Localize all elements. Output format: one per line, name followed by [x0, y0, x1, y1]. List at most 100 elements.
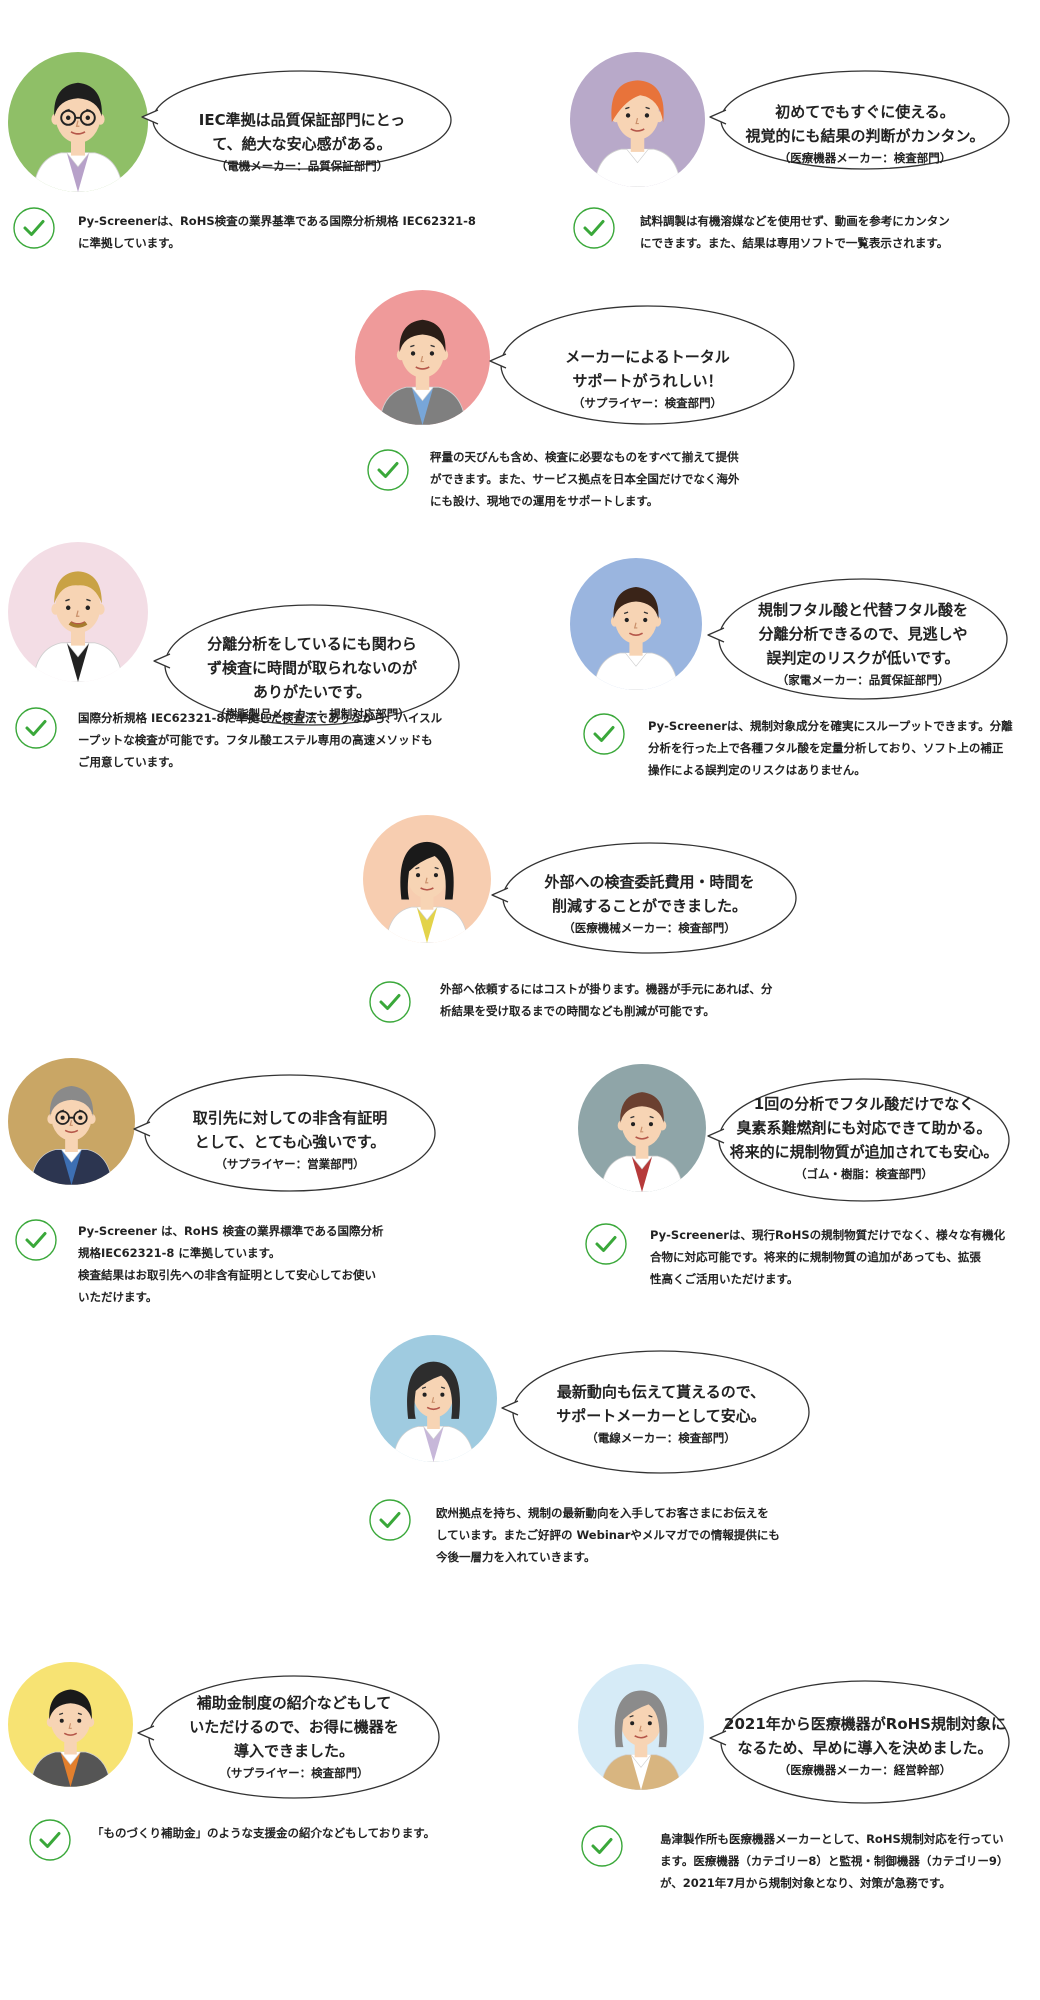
person-avatar: [8, 1662, 133, 1787]
description-line: 秤量の天びんも含め、検査に必要なものをすべて揃えて提供: [430, 450, 739, 464]
quote-source: （電機メーカー：品質保証部門）: [215, 159, 389, 173]
description-line: 試料調製は有機溶媒などを使用せず、動画を参考にカンタン: [640, 214, 950, 228]
description-line: 合物に対応可能です。将来的に規制物質の追加があっても、拡張: [650, 1250, 981, 1264]
description-line: Py-Screenerは、規制対象成分を確実にスループットできます。分離: [648, 719, 1013, 733]
quote-line: 初めてでもすぐに使える。: [775, 103, 955, 121]
person-avatar: [8, 542, 148, 682]
quote-source: （電線メーカー：検査部門）: [586, 1431, 736, 1445]
description-line: 分析を行った上で各種フタル酸を定量分析しており、ソフト上の補正: [648, 741, 1004, 755]
quote-line: 削減することができました。: [551, 897, 747, 915]
description-line: にも設け、現地での運用をサポートします。: [430, 494, 659, 508]
description-line: 性高くご活用いただけます。: [650, 1272, 799, 1286]
quote-line: ありがたいです。: [252, 683, 372, 701]
quote-line: 1回の分析でフタル酸だけでなく: [753, 1095, 975, 1113]
description-line: にできます。また、結果は専用ソフトで一覧表示されます。: [640, 236, 949, 250]
quote-line: メーカーによるトータル: [565, 348, 730, 366]
description-line: しています。またご好評の Webinarやメルマガでの情報提供にも: [436, 1528, 780, 1542]
person-avatar: [8, 1058, 135, 1185]
description-line: が、2021年7月から規制対象となり、対策が急務です。: [660, 1876, 951, 1890]
description-line: いただけます。: [78, 1290, 158, 1304]
feature-description: Py-Screenerは、現行RoHSの規制物質だけでなく、様々な有機化合物に対…: [650, 1224, 1005, 1290]
quote-line: サポートがうれしい！: [572, 372, 723, 390]
quote-line: 臭素系難燃剤にも対応できて助かる。: [736, 1119, 992, 1137]
quote-line: 視覚的にも結果の判断がカンタン。: [745, 127, 985, 145]
feature-description: 外部へ依頼するにはコストが掛ります。機器が手元にあれば、分析結果を受け取るまでの…: [440, 978, 772, 1022]
description-line: 検査結果はお取引先への非含有証明として安心してお使い: [78, 1268, 376, 1282]
description-line: Py-Screenerは、現行RoHSの規制物質だけでなく、様々な有機化: [650, 1228, 1006, 1242]
speech-bubble: 規制フタル酸と代替フタル酸を分離分析できるので、見逃しや誤判定のリスクが低いです…: [707, 578, 1008, 700]
description-line: Py-Screener は、RoHS 検査の業界標準である国際分析: [78, 1224, 384, 1238]
speech-bubble: 1回の分析でフタル酸だけでなく臭素系難燃剤にも対応できて助かる。将来的に規制物質…: [707, 1078, 1010, 1202]
check-circle-icon: [366, 448, 410, 492]
quote-line: サポートメーカーとして安心。: [556, 1407, 766, 1425]
check-circle-icon: [368, 980, 412, 1024]
description-line: ープットな検査が可能です。フタル酸エステル専用の高速メソッドも: [78, 733, 433, 747]
description-line: に準拠しています。: [78, 236, 181, 250]
quote-line: 取引先に対しての非含有証明: [192, 1109, 388, 1127]
speech-bubble: 取引先に対しての非含有証明として、とても心強いです。 （サプライヤー：営業部門）: [133, 1074, 436, 1192]
person-avatar: [363, 815, 491, 943]
description-line: Py-Screenerは、RoHS検査の業界基準である国際分析規格 IEC623…: [78, 214, 476, 228]
quote-source: （医療機器メーカー：経営幹部）: [778, 1763, 952, 1777]
quote-line: 最新動向も伝えて貰えるので、: [556, 1383, 766, 1401]
feature-description: 「ものづくり補助金」のような支援金の紹介などもしております。: [92, 1822, 435, 1844]
quote-line: 誤判定のリスクが低いです。: [766, 649, 960, 667]
person-avatar: [578, 1664, 704, 1790]
description-line: ます。医療機器（カテゴリー8）と監視・制御機器（カテゴリー9）: [660, 1854, 1009, 1868]
description-line: 島津製作所も医療機器メーカーとして、RoHS規制対応を行ってい: [660, 1832, 1004, 1846]
quote-line: 規制フタル酸と代替フタル酸を: [757, 601, 968, 619]
quote-line: 補助金制度の紹介などもして: [196, 1694, 392, 1712]
speech-bubble: 2021年から医療機器がRoHS規制対象になるため、早めに導入を決めました。 （医…: [709, 1680, 1010, 1804]
check-circle-icon: [572, 206, 616, 250]
quote-line: いただけるので、お得に機器を: [189, 1718, 399, 1736]
quote-source: （サプライヤー：営業部門）: [215, 1157, 365, 1171]
feature-description: 秤量の天びんも含め、検査に必要なものをすべて揃えて提供ができます。また、サービス…: [430, 446, 739, 512]
quote-line: ず検査に時間が取られないのが: [206, 659, 417, 677]
speech-bubble: IEC準拠は品質保証部門にとって、絶大な安心感がある。 （電機メーカー：品質保証部…: [141, 70, 452, 173]
person-avatar: [355, 290, 490, 425]
quote-source: （ゴム・樹脂：検査部門）: [795, 1167, 933, 1181]
description-line: 今後一層力を入れていきます。: [436, 1550, 596, 1564]
speech-bubble: 初めてでもすぐに使える。視覚的にも結果の判断がカンタン。（医療機器メーカー：検査…: [709, 70, 1010, 170]
person-avatar: [570, 52, 705, 187]
check-circle-icon: [14, 706, 58, 750]
check-circle-icon: [14, 1218, 58, 1262]
check-circle-icon: [584, 1222, 628, 1266]
person-avatar: [570, 558, 702, 690]
quote-line: として、とても心強いです。: [194, 1133, 386, 1151]
quote-source: （医療機械メーカー：検査部門）: [563, 921, 736, 935]
quote-source: （樹脂製品メーカー：規制対応部門）: [214, 707, 410, 721]
quote-line: 分離分析をしているにも関わら: [207, 635, 417, 653]
description-line: 操作による誤判定のリスクはありません。: [648, 763, 866, 777]
check-circle-icon: [28, 1818, 72, 1862]
quote-line: 将来的に規制物質が追加されても安心。: [729, 1143, 999, 1161]
feature-description: 欧州拠点を持ち、規制の最新動向を入手してお客さまにお伝えをしています。またご好評…: [436, 1502, 780, 1568]
check-circle-icon: [368, 1498, 412, 1542]
description-line: ができます。また、サービス拠点を日本全国だけでなく海外: [430, 472, 740, 486]
description-line: 欧州拠点を持ち、規制の最新動向を入手してお客さまにお伝えを: [436, 1506, 769, 1520]
description-line: 規格IEC62321-8 に準拠しています。: [78, 1246, 281, 1260]
quote-source: （サプライヤー：検査部門）: [572, 396, 723, 410]
description-line: ご用意しています。: [78, 755, 181, 769]
quote-line: 2021年から医療機器がRoHS規制対象に: [724, 1715, 1006, 1733]
speech-bubble: 分離分析をしているにも関わらず検査に時間が取られないのがありがたいです。 （樹脂製…: [153, 604, 460, 726]
description-line: 析結果を受け取るまでの時間なども削減が可能です。: [440, 1004, 715, 1018]
person-avatar: [578, 1064, 706, 1192]
quote-line: 分離分析できるので、見逃しや: [758, 625, 968, 643]
quote-source: （サプライヤー：検査部門）: [219, 1766, 369, 1780]
description-line: 外部へ依頼するにはコストが掛ります。機器が手元にあれば、分: [440, 982, 773, 996]
person-avatar: [370, 1335, 497, 1462]
quote-line: IEC準拠は品質保証部門にとっ: [198, 111, 406, 129]
description-line: 国際分析規格 IEC62321-8に準拠した検査法でありながら、ハイスル: [78, 711, 443, 725]
speech-bubble: 外部への検査委託費用・時間を削減することができました。 （医療機械メーカー：検査部…: [491, 842, 797, 954]
speech-bubble: メーカーによるトータルサポートがうれしい！ （サプライヤー：検査部門）: [489, 305, 795, 425]
feature-description: Py-Screenerは、RoHS検査の業界基準である国際分析規格 IEC623…: [78, 210, 476, 254]
quote-source: （家電メーカー：品質保証部門）: [776, 673, 950, 687]
feature-description: Py-Screener は、RoHS 検査の業界標準である国際分析規格IEC62…: [78, 1220, 384, 1308]
speech-bubble: 補助金制度の紹介などもしていただけるので、お得に機器を導入できました。（サプライ…: [137, 1675, 440, 1799]
feature-description: 試料調製は有機溶媒などを使用せず、動画を参考にカンタンにできます。また、結果は専…: [640, 210, 950, 254]
quote-line: なるため、早めに導入を決めました。: [737, 1739, 993, 1757]
quote-line: て、絶大な安心感がある。: [212, 135, 392, 153]
speech-bubble: 最新動向も伝えて貰えるので、サポートメーカーとして安心。 （電線メーカー：検査部門…: [501, 1350, 810, 1474]
quote-line: 外部への検査委託費用・時間を: [544, 873, 755, 891]
